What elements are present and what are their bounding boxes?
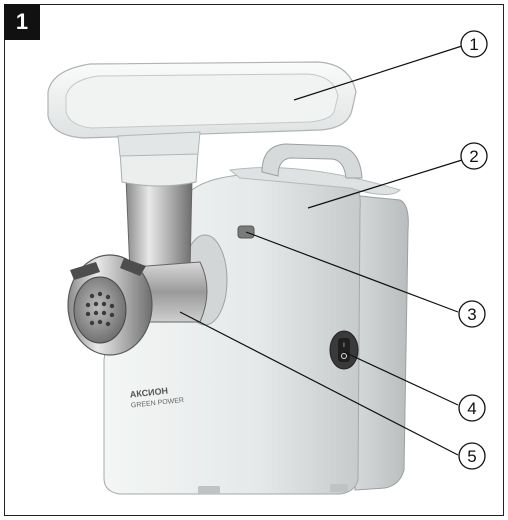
callout-3: 3 <box>458 300 486 328</box>
callout-2: 2 <box>460 142 488 170</box>
svg-text:I: I <box>343 343 345 349</box>
callout-5: 5 <box>458 442 486 470</box>
callout-3-label: 3 <box>467 305 476 324</box>
callout-1: 1 <box>460 30 488 58</box>
cutting-plate <box>73 276 127 344</box>
brand-name: АКСИОН <box>129 386 168 400</box>
food-tray <box>47 61 357 157</box>
leader-line-5 <box>179 311 459 456</box>
callout-4-label: 4 <box>467 399 476 418</box>
callout-2-label: 2 <box>469 147 478 166</box>
leader-line-4 <box>343 351 459 406</box>
carry-handle <box>261 143 363 179</box>
callout-5-label: 5 <box>467 447 476 466</box>
leader-line-3 <box>245 231 459 313</box>
feed-neck <box>119 151 199 187</box>
callout-1-label: 1 <box>469 35 478 54</box>
leader-line-1 <box>293 45 463 101</box>
callout-4: 4 <box>458 394 486 422</box>
feed-tube <box>125 177 193 277</box>
leader-line-2 <box>307 159 463 209</box>
power-switch: I <box>329 330 359 370</box>
leader-lines <box>179 45 463 456</box>
figure-number-badge: 1 <box>4 4 40 40</box>
